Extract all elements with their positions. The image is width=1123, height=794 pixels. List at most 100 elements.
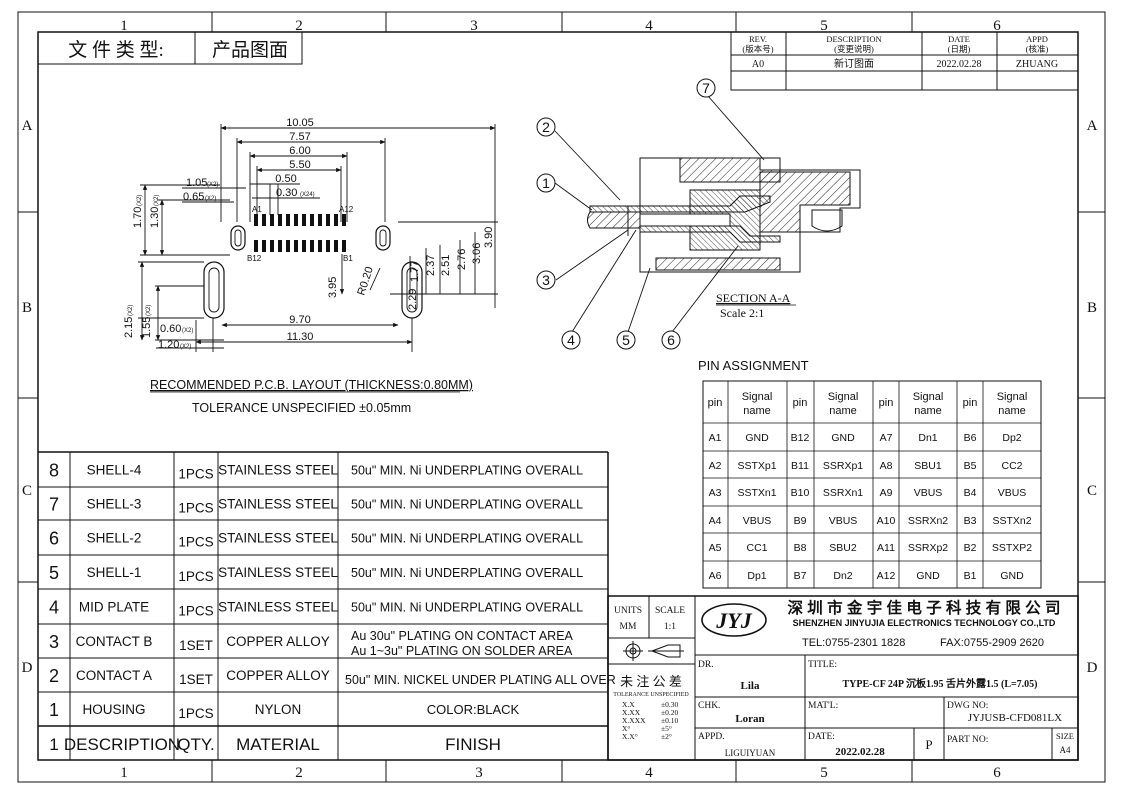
pin-id: A2 xyxy=(709,460,722,472)
chk-value: Loran xyxy=(735,713,764,725)
col-label: 2 xyxy=(295,765,303,781)
doc-type-value: 产品图面 xyxy=(212,39,288,61)
bom-item-no: 2 xyxy=(49,666,59,686)
pin-id: A5 xyxy=(709,542,722,554)
col-label: 4 xyxy=(645,18,653,34)
dwg-label: DWG NO: xyxy=(947,701,988,711)
logo-text: JYJ xyxy=(715,608,752,633)
pin-id: A11 xyxy=(877,542,895,554)
pin-header: pin xyxy=(708,397,723,409)
dim-0-30: 0.30 xyxy=(276,187,297,199)
dim-2-15: 2.15 xyxy=(123,317,135,338)
pin-id: B1 xyxy=(964,570,977,582)
pin-id: B3 xyxy=(964,515,977,527)
pin-label-a1: A1 xyxy=(252,205,262,214)
pin-signal: SSRXp2 xyxy=(908,542,948,554)
pin-id: A9 xyxy=(880,487,893,499)
pin-id: B2 xyxy=(964,542,977,554)
signal-header-2: name xyxy=(743,405,771,417)
balloon-5: 5 xyxy=(622,332,630,348)
col-label: 2 xyxy=(295,18,303,34)
tolerance-value: ±0.20 xyxy=(661,708,678,717)
section-balloons: 2 1 3 4 5 6 7 SECTION A-A Scale 2:1 xyxy=(536,78,796,350)
pin-assignment-table: PIN ASSIGNMENT pin Signal name pin Signa… xyxy=(698,358,1042,589)
rev-value: A0 xyxy=(752,59,764,70)
tolerance-subtitle: TOLERANCE UNSPECIFIED xyxy=(613,692,689,698)
col-label: 5 xyxy=(820,18,828,34)
signal-header-2: name xyxy=(998,405,1026,417)
dim-2-51: 2.51 xyxy=(440,255,452,276)
bom-item-no: 6 xyxy=(49,529,59,549)
bom-item-no: 3 xyxy=(49,632,59,652)
tolerance-value: ±0.10 xyxy=(661,716,678,725)
dim-x2: (X2) xyxy=(128,305,134,316)
dim-r0-20: R0.20 xyxy=(355,265,375,297)
tolerance-note: TOLERANCE UNSPECIFIED ±0.05mm xyxy=(192,401,411,415)
section-scale: Scale 2:1 xyxy=(720,306,764,320)
dim-x2: (X2) xyxy=(180,344,191,350)
dim-x24: (X24) xyxy=(300,192,315,198)
tolerance-key: X.X xyxy=(622,700,635,709)
pin-id: A6 xyxy=(709,570,722,582)
dim-3-95: 3.95 xyxy=(327,277,339,298)
bom-item-finish: 50u" MIN. Ni UNDERPLATING OVERALL xyxy=(351,498,583,512)
balloon-7: 7 xyxy=(702,80,710,96)
pin-label-b12: B12 xyxy=(247,254,262,263)
tolerance-key: X.XX xyxy=(622,708,641,717)
dim-1-70: 1.70 xyxy=(132,207,144,228)
pin-signal: SBU1 xyxy=(914,460,942,472)
dim-2-29: 2.29 xyxy=(407,289,419,310)
pin-id: A7 xyxy=(880,432,893,444)
pin-signal: GND xyxy=(831,432,855,444)
pin-header: pin xyxy=(793,397,808,409)
company-tel: TEL:0755-2301 1828 xyxy=(802,637,905,649)
bom-item-desc: CONTACT A xyxy=(76,668,152,683)
title-block: UNITS MM SCALE 1:1 未 注 公 差 TOLERANCE UNS… xyxy=(607,595,1079,761)
bom-item-no: 5 xyxy=(49,563,59,583)
pin-signal: SBU2 xyxy=(829,542,857,554)
balloon-1: 1 xyxy=(542,175,550,191)
row-label: C xyxy=(22,483,32,499)
tolerance-rows: X.X±0.30X.XX±0.20X.XXX±0.10X°±5°X.X°±2° xyxy=(622,700,678,741)
bom-item-material: COPPER ALLOY xyxy=(226,634,330,649)
dwg-value: JYJUSB-CFD081LX xyxy=(968,712,1062,724)
bom-item-desc: SHELL-2 xyxy=(87,531,142,546)
bom-item-qty: 1PCS xyxy=(178,569,213,584)
tolerance-key: X° xyxy=(622,724,630,733)
bom-item-finish: 50u" MIN. NICKEL UNDER PLATING ALL OVER xyxy=(345,673,616,687)
bom-item-material: STAINLESS STEEL xyxy=(218,565,338,580)
bom-item-desc: SHELL-3 xyxy=(87,497,142,512)
balloon-4: 4 xyxy=(567,332,575,348)
signal-header: Signal xyxy=(828,391,859,403)
pin-signal: SSRXn2 xyxy=(908,515,948,527)
dim-2-76: 2.76 xyxy=(456,249,468,270)
company-name-cn: 深 圳 市 金 宇 佳 电 子 科 技 有 限 公 司 xyxy=(788,598,1061,617)
dim-5-50: 5.50 xyxy=(289,159,310,171)
pin-signal: SSTXn1 xyxy=(737,487,776,499)
scale-label: SCALE xyxy=(655,606,685,616)
pcb-layout-drawing xyxy=(138,124,498,352)
bom-item-desc: SHELL-4 xyxy=(87,463,142,478)
pcb-dimension-text: 10.05 7.57 6.00 5.50 0.50 0.30 (X24) 1.0… xyxy=(123,117,495,415)
pin-id: A10 xyxy=(877,515,896,527)
rev-appd-value: ZHUANG xyxy=(1016,59,1058,70)
dim-x2: (X2) xyxy=(207,182,218,188)
signal-header-2: name xyxy=(914,405,942,417)
row-label: A xyxy=(1087,118,1098,134)
appd-header-cn: (核准) xyxy=(1026,44,1049,54)
appd-value: LIGUIYUAN xyxy=(725,748,776,758)
dim-1-55: 1.55 xyxy=(141,317,153,338)
doc-type-box: 文 件 类 型: 产品图面 xyxy=(37,31,303,65)
bom-header-no: 1 xyxy=(49,735,58,754)
dim-x2: (X2) xyxy=(146,305,152,316)
bom-item-finish: 50u" MIN. Ni UNDERPLATING OVERALL xyxy=(351,566,583,580)
date-label: DATE: xyxy=(808,732,835,742)
col-label: 6 xyxy=(993,18,1001,34)
tolerance-key: X.X° xyxy=(622,732,638,741)
pin-signal: CC1 xyxy=(746,542,767,554)
row-label: B xyxy=(22,300,32,316)
col-label: 5 xyxy=(820,765,828,781)
section-leaders xyxy=(554,95,765,333)
bom-item-no: 4 xyxy=(49,598,59,618)
pin-id: A1 xyxy=(709,432,722,444)
